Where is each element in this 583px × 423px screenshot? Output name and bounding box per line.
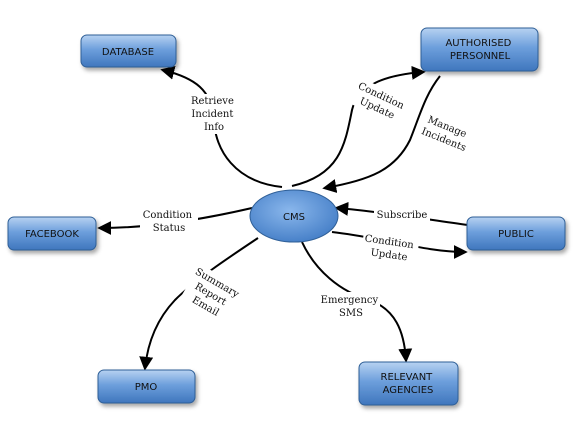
node-public [466, 216, 566, 251]
node-public-label: PUBLIC [498, 229, 534, 240]
node-database [80, 34, 177, 68]
edge-condition-update-personnel [291, 65, 426, 187]
node-pmo [97, 369, 196, 404]
node-relevant-agencies [358, 361, 459, 406]
label-emergency-sms: Emergency SMS [321, 295, 382, 319]
edge-summary-report-email [139, 237, 259, 371]
node-relevant-agencies-label: RELEVANT AGENCIES [381, 372, 436, 396]
label-retrieve-incident-info: Retrieve Incident Info [191, 96, 237, 133]
node-pmo-label: PMO [135, 382, 158, 393]
node-database-label: DATABASE [102, 47, 154, 58]
node-facebook [7, 216, 97, 251]
node-authorised-personnel [420, 27, 539, 72]
node-facebook-label: FACEBOOK [25, 229, 79, 240]
node-cms [249, 189, 339, 243]
node-cms-label: CMS [283, 212, 305, 223]
label-subscribe: Subscribe [377, 210, 428, 221]
node-authorised-personnel-label: AUTHORISED PERSONNEL [445, 38, 514, 62]
label-condition-update-public: Condition Update [362, 233, 417, 264]
label-condition-status: Condition Status [143, 210, 196, 234]
edge-manage-incidents [322, 75, 441, 193]
